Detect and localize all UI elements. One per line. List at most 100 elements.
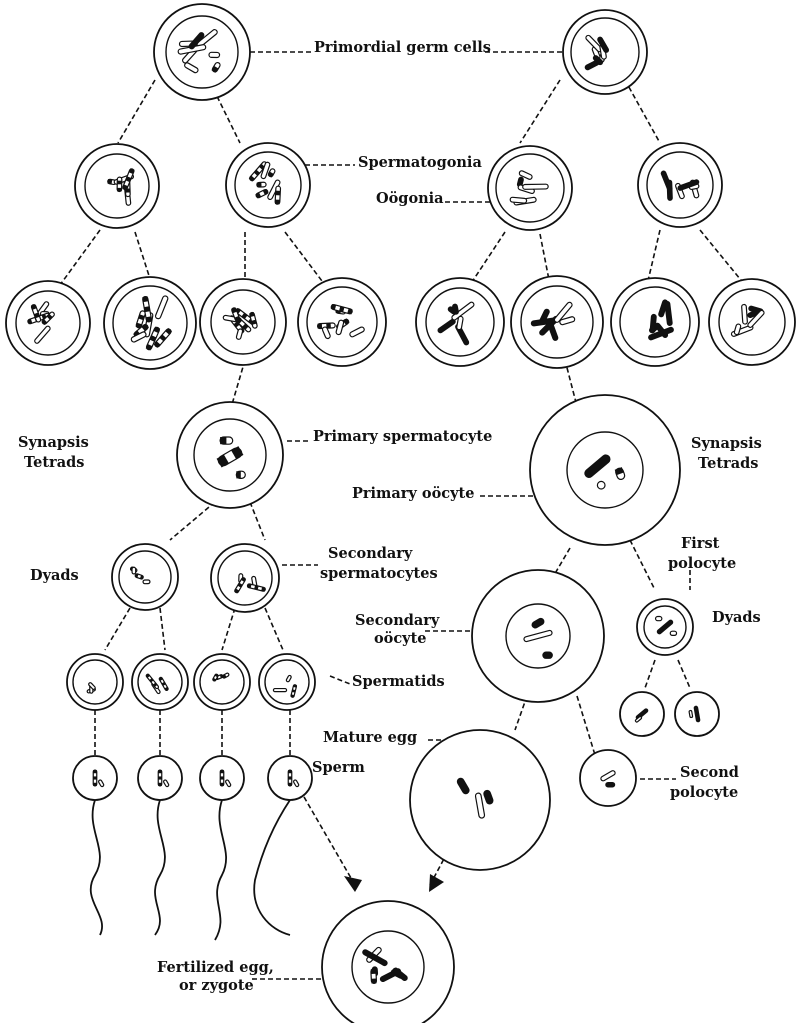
cell-primary-spermatocyte [177, 402, 283, 508]
label-tetrads-left: Tetrads [24, 454, 84, 471]
nucleus [567, 432, 643, 508]
cell-polocyte-2a [620, 692, 664, 736]
lineage-line [330, 676, 350, 684]
chromosome-band [144, 306, 150, 312]
chromosome [132, 567, 136, 574]
chromosome [667, 180, 672, 200]
chromosome-band [220, 437, 226, 444]
nucleus [166, 16, 238, 88]
cell-mature-egg [410, 730, 550, 870]
lineage-line [300, 790, 355, 885]
chromosome-band [317, 324, 322, 329]
label-second-polocyte-1: Second [680, 764, 739, 781]
cell-spermatogonium-5 [200, 279, 286, 365]
chromosome [689, 710, 693, 717]
cell-spermatogonium-2 [226, 143, 310, 227]
sperm-head-4 [268, 756, 312, 800]
label-spermatogonia: Spermatogonia [358, 154, 482, 171]
arrowheads [344, 874, 444, 892]
chromosome-band [117, 188, 122, 192]
chromosome-band [220, 770, 224, 773]
nucleus [352, 931, 424, 1003]
chromosome-band [146, 316, 152, 322]
cell-spermatogonium-1 [75, 144, 159, 228]
cell-secondary-spermatocyte-2 [211, 544, 279, 612]
cell-primordial-left [154, 4, 250, 100]
cell-spermatogonium-4 [104, 277, 196, 369]
lineage-line [250, 502, 265, 540]
label-tetrads-right: Tetrads [698, 455, 758, 472]
chromosome-band [93, 770, 97, 773]
cell-spermatid-1 [67, 654, 123, 710]
lineage-line [630, 540, 655, 590]
chromosome [606, 782, 615, 786]
lineage-line [118, 80, 155, 143]
label-mature-egg: Mature egg [323, 729, 417, 746]
lineage-line [222, 608, 235, 650]
chromosome-band [276, 191, 281, 196]
cell-primary-oocyte [530, 395, 680, 545]
cell-oogonium-4 [511, 276, 603, 368]
label-secondary-spermatocytes-1: Secondary [328, 545, 413, 562]
chromosome-band [142, 296, 148, 302]
lineage-line [678, 660, 690, 688]
cell-oogonium-3 [416, 278, 504, 366]
cell-secondary-spermatocyte-1 [112, 544, 178, 610]
label-spermatids: Spermatids [352, 673, 445, 690]
cell-oogonium-2 [638, 143, 722, 227]
label-synapsis-left: Synapsis [18, 434, 89, 451]
chromosome [543, 652, 553, 658]
chromosome [209, 52, 220, 57]
chromosome [273, 689, 286, 692]
chromosome-band [275, 200, 280, 205]
cell-oogonium-1 [488, 146, 572, 230]
nucleus [138, 660, 182, 704]
lineage-line [105, 608, 130, 650]
chromosome-band [117, 181, 122, 185]
chromosome [143, 580, 150, 584]
cell-spermatogonium-3 [6, 281, 90, 365]
label-oogonia: Oögonia [376, 190, 444, 207]
cell-second-polocyte [580, 750, 636, 806]
chromosome [656, 617, 662, 621]
label-primordial-germ-cells: Primordial germ cells [314, 39, 491, 56]
label-primary-spermatocyte: Primary spermatocyte [313, 428, 492, 445]
cell-spermatogonium-6 [298, 278, 386, 366]
chromosome-band [158, 776, 162, 779]
arrowhead-egg [429, 874, 444, 892]
nucleus [119, 551, 171, 603]
lineage-line [647, 230, 660, 285]
label-dyads-left: Dyads [30, 567, 79, 584]
lineage-line [60, 230, 100, 285]
label-sperm: Sperm [312, 759, 365, 776]
label-fertilized-egg-1: Fertilized egg, [157, 959, 274, 976]
cell-oogonium-6 [709, 279, 795, 365]
label-dyads-right: Dyads [712, 609, 761, 626]
chromosome [523, 184, 549, 189]
sperm-tail-3 [215, 800, 226, 940]
label-first-polocyte-2: polocyte [668, 555, 736, 572]
chromosome-band [288, 783, 292, 786]
sperm-tail-4 [254, 800, 290, 935]
cell-oogonium-5 [611, 278, 699, 366]
cell-zygote [322, 901, 454, 1023]
label-first-polocyte-1: First [681, 535, 720, 552]
chromosome-band [93, 783, 97, 786]
lineage-line [160, 608, 165, 650]
lineage-line [470, 232, 505, 285]
cell-spermatid-2 [132, 654, 188, 710]
sperm-tails [91, 800, 290, 940]
sperm-tail-2 [155, 800, 165, 935]
chromosome [510, 197, 527, 203]
chromosome-band [93, 776, 97, 779]
cell-secondary-oocyte [472, 570, 604, 702]
lineage-line [577, 696, 595, 755]
chromosome [670, 631, 676, 635]
label-primary-oocyte: Primary oöcyte [352, 485, 474, 502]
sperm-tail-1 [91, 800, 102, 935]
label-second-polocyte-2: polocyte [670, 784, 738, 801]
label-secondary-oocyte-1: Secondary [355, 612, 440, 629]
chromosome [742, 304, 748, 324]
chromosome-band [220, 776, 224, 779]
